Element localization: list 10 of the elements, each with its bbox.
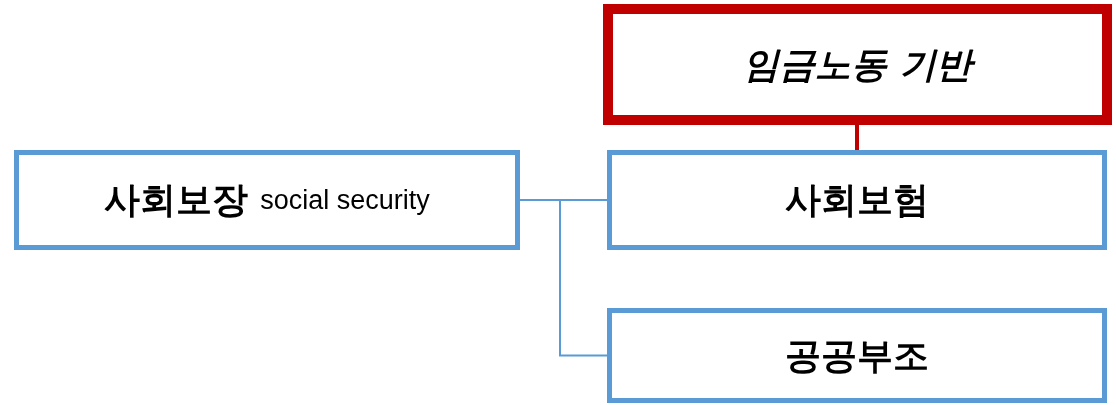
connector-line	[855, 125, 859, 150]
connector-line	[519, 199, 608, 357]
process-box	[603, 4, 1112, 125]
box-label: 공공부조	[785, 333, 929, 378]
box-label: 사회보험	[785, 178, 929, 222]
process-box	[14, 150, 520, 250]
process-box	[607, 308, 1107, 403]
process-box	[607, 150, 1107, 250]
box-label: social security	[260, 183, 430, 217]
box-label: 사회보장	[104, 178, 249, 222]
